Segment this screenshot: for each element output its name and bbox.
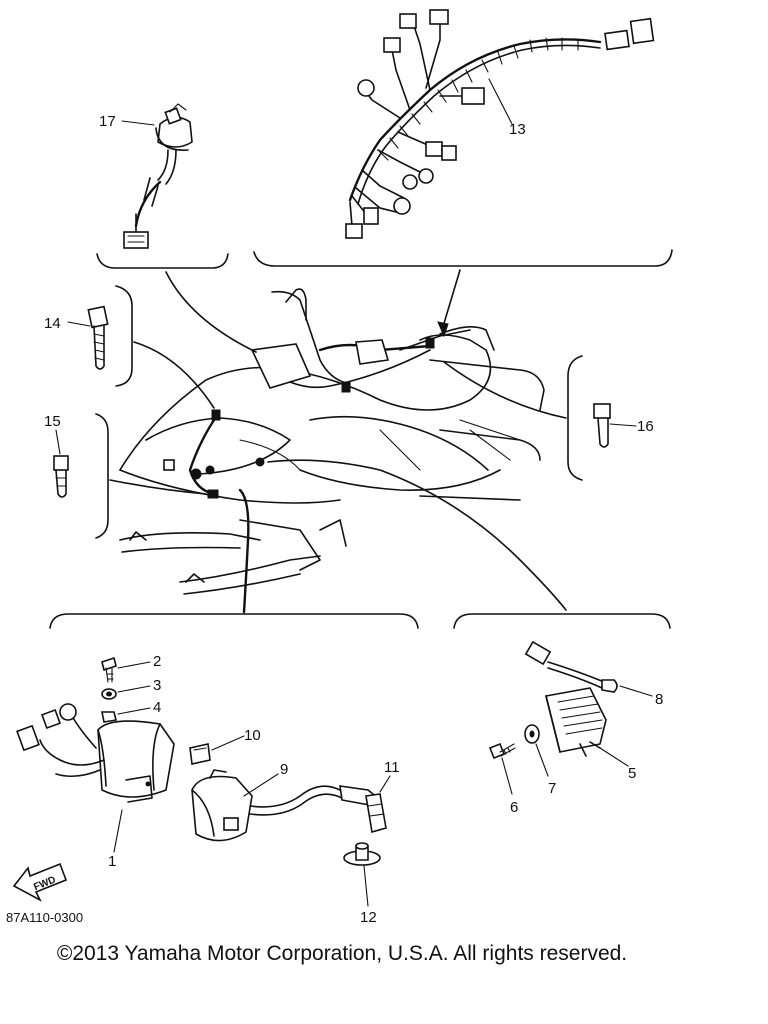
bolt-washer-set-drawing bbox=[101, 656, 117, 723]
bracket-ignition-coil-group bbox=[49, 613, 419, 629]
rectifier-regulator-drawing bbox=[545, 687, 607, 757]
lead-wire-drawing bbox=[524, 640, 618, 693]
part-number-5: 5 bbox=[628, 765, 636, 782]
bracket-ignition-switch-group bbox=[96, 253, 229, 269]
part-number-15: 15 bbox=[44, 413, 61, 430]
part-number-1: 1 bbox=[108, 853, 116, 870]
leader-10 bbox=[211, 735, 245, 751]
arrow-harness bbox=[437, 321, 449, 338]
bracket-rectifier-group bbox=[453, 613, 671, 629]
leader-14-to-body bbox=[133, 341, 215, 409]
forward-arrow-icon: FWD bbox=[12, 862, 68, 902]
part-number-9: 9 bbox=[280, 761, 288, 778]
leader-8 bbox=[619, 685, 653, 697]
leader-5 bbox=[599, 747, 629, 767]
part-number-7: 7 bbox=[548, 780, 556, 797]
part-number-16: 16 bbox=[637, 418, 654, 435]
leader-1 bbox=[113, 809, 123, 853]
leader-4 bbox=[117, 707, 151, 715]
leader-ignition-to-body bbox=[165, 271, 257, 353]
part-number-11: 11 bbox=[384, 759, 400, 776]
leader-3 bbox=[117, 685, 151, 693]
part-15-drawing bbox=[53, 455, 69, 498]
part-number-14: 14 bbox=[44, 315, 61, 332]
copyright-notice: ©2013 Yamaha Motor Corporation, U.S.A. A… bbox=[56, 942, 628, 965]
leader-16 bbox=[609, 423, 637, 427]
damper-drawing bbox=[189, 743, 211, 765]
part-number-17: 17 bbox=[99, 113, 116, 130]
part-number-13: 13 bbox=[509, 121, 526, 138]
part-16-drawing bbox=[593, 403, 611, 448]
leader-7 bbox=[535, 743, 549, 777]
drawing-code: 87A110-0300 bbox=[6, 910, 83, 925]
leader-12 bbox=[363, 865, 369, 907]
snowmobile-drawing bbox=[119, 288, 567, 614]
leader-17 bbox=[121, 120, 155, 126]
leader-harness-to-body bbox=[441, 269, 461, 331]
part-number-10: 10 bbox=[244, 727, 261, 744]
wire-harness-drawing bbox=[345, 9, 655, 239]
part-number-6: 6 bbox=[510, 799, 518, 816]
bracket-wire-harness-group bbox=[253, 249, 673, 267]
part-number-8: 8 bbox=[655, 691, 663, 708]
bracket-part-16 bbox=[567, 355, 583, 481]
plug-cover-drawing bbox=[343, 842, 381, 866]
cdi-unit-drawing bbox=[16, 703, 175, 803]
rectifier-bolt-drawing bbox=[488, 724, 540, 760]
ignition-coil-drawing bbox=[191, 769, 343, 842]
leader-11 bbox=[379, 775, 391, 793]
leader-16-to-body bbox=[443, 361, 567, 419]
bracket-part-14 bbox=[115, 285, 133, 387]
leader-2 bbox=[117, 661, 151, 669]
part-number-4: 4 bbox=[153, 699, 161, 716]
leader-6 bbox=[501, 757, 513, 795]
bracket-part-15 bbox=[95, 413, 109, 539]
part-14-drawing bbox=[87, 305, 109, 370]
part-number-3: 3 bbox=[153, 677, 161, 694]
leader-9 bbox=[243, 773, 279, 797]
spark-plug-cap-drawing bbox=[339, 785, 387, 834]
ignition-switch-drawing bbox=[123, 103, 193, 249]
part-number-12: 12 bbox=[360, 909, 377, 926]
leader-13 bbox=[488, 78, 513, 125]
leader-15-to-body bbox=[109, 479, 207, 495]
leader-14 bbox=[67, 321, 91, 327]
part-number-2: 2 bbox=[153, 653, 161, 670]
leader-15 bbox=[55, 429, 61, 455]
